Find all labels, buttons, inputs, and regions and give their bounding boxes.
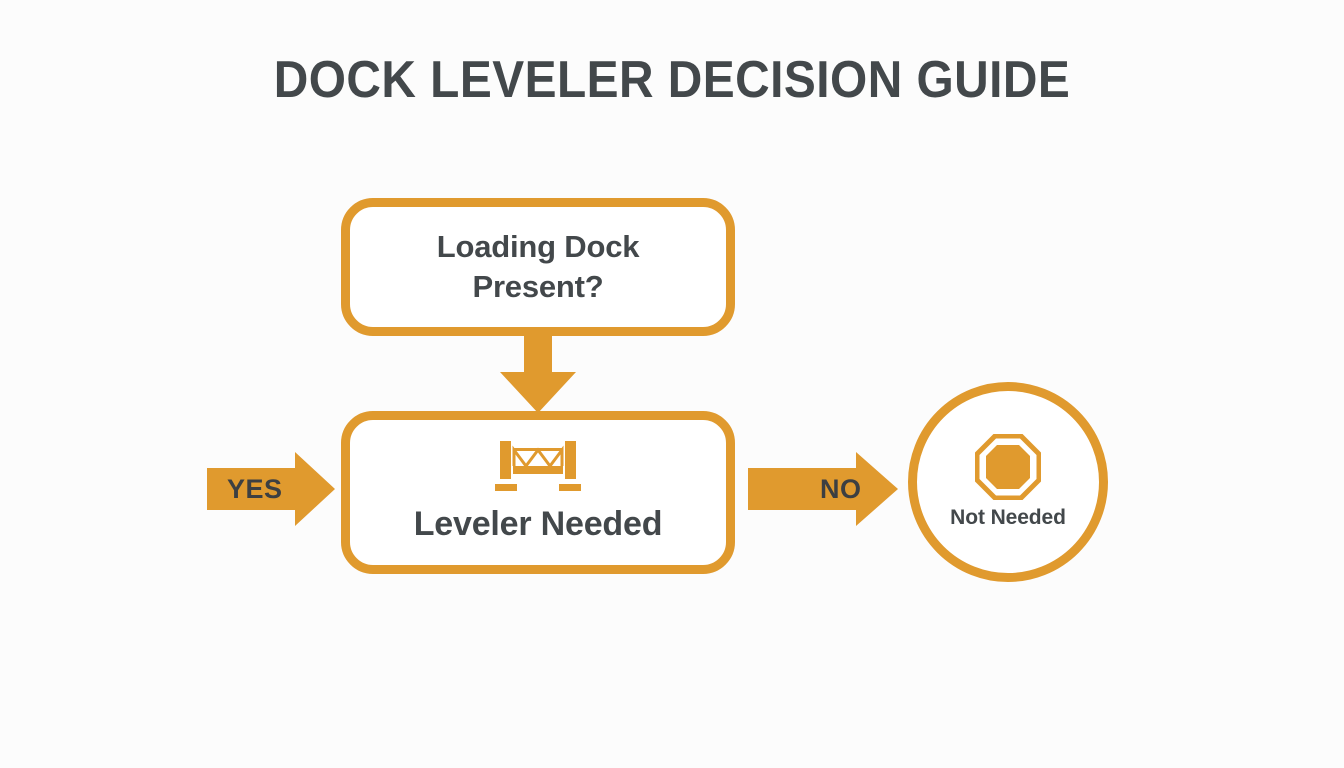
node-label-question: Loading Dock Present?	[436, 229, 640, 304]
dock-leveler-icon	[495, 440, 581, 491]
node-loading-dock-present[interactable]: Loading Dock Present?	[341, 198, 735, 336]
connector-label-no: NO	[820, 474, 862, 504]
stop-octagon-icon	[975, 434, 1041, 500]
arrow-right-icon	[748, 452, 898, 526]
connector-yes: YES	[207, 452, 335, 526]
page-title: DOCK LEVELER DECISION GUIDE	[273, 51, 1071, 109]
connector-no: NO	[748, 452, 898, 526]
arrow-right-icon	[207, 452, 335, 526]
node-label-terminal: Not Needed	[950, 506, 1066, 529]
node-label-result: Leveler Needed	[413, 504, 663, 543]
node-not-needed[interactable]: Not Needed	[908, 382, 1108, 582]
arrow-down-icon	[497, 334, 579, 414]
connector-label-yes: YES	[227, 474, 283, 504]
node-leveler-needed[interactable]: Leveler Needed	[341, 411, 735, 574]
arrow-down-glyph	[500, 334, 576, 413]
